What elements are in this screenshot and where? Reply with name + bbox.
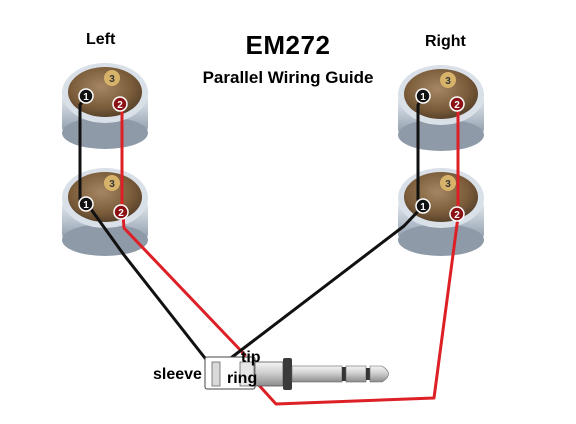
diagram-subtitle: Parallel Wiring Guide: [202, 68, 374, 87]
mic-right-bottom: [398, 168, 484, 256]
ring-label: ring: [227, 370, 258, 387]
mic-left-bottom: [62, 168, 148, 256]
right-signal-to-ring-wire: [254, 215, 460, 406]
pin-label: 2: [118, 208, 124, 219]
pin-label: 1: [83, 92, 89, 103]
pin-label: 3: [445, 76, 451, 87]
mic-left-top: [62, 63, 148, 149]
diagram-title: EM272: [245, 30, 331, 60]
right-ground-to-sleeve-wire: [217, 204, 425, 369]
sleeve-label: sleeve: [153, 366, 202, 383]
left-ground-to-sleeve-wire: [86, 203, 214, 369]
left-channel-label: Left: [86, 31, 116, 48]
pin-label: 3: [109, 74, 115, 85]
pin-label: 2: [454, 210, 460, 221]
pin-label: 1: [83, 200, 89, 211]
pin-label: 1: [420, 202, 426, 213]
trs-plug: [204, 356, 389, 390]
tip-label: tip: [241, 349, 261, 366]
pin-label: 2: [117, 100, 123, 111]
pin-label: 3: [109, 179, 115, 190]
pin-label: 1: [420, 92, 426, 103]
pin-label: 2: [454, 100, 460, 111]
pin-label: 3: [445, 179, 451, 190]
right-channel-label: Right: [425, 33, 466, 50]
